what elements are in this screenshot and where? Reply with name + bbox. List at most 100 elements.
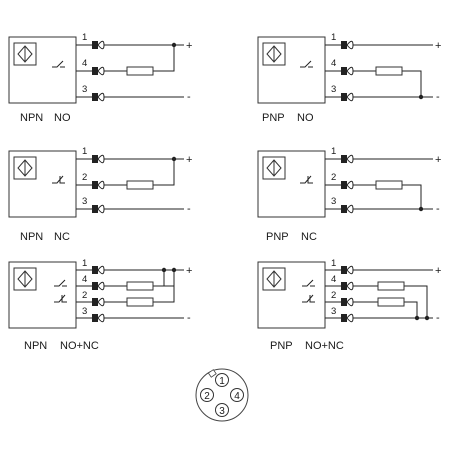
panel-npn-no-nc: 1 4 2 3 + - NPN NO+NC xyxy=(8,258,192,352)
pin-plug xyxy=(341,92,354,102)
plus-sign: + xyxy=(435,265,441,277)
load-resistor xyxy=(375,180,403,190)
plus-sign: + xyxy=(186,40,192,52)
connector-pin xyxy=(200,388,214,402)
sensor-type-label: NPN xyxy=(24,340,47,352)
junction-dot xyxy=(424,315,430,321)
sensor-icon xyxy=(13,267,37,291)
pin-plug xyxy=(92,92,105,102)
pin-number: 1 xyxy=(82,32,87,43)
load-resistor xyxy=(377,281,405,291)
junction-dot xyxy=(418,94,424,100)
switch-no-symbol xyxy=(302,279,315,287)
panel-npn-nc: 1 2 3 + - NPN NC xyxy=(8,146,192,243)
sensor-type-label: NPN xyxy=(20,112,43,124)
minus-sign: - xyxy=(436,91,440,103)
junction-dot xyxy=(418,206,424,212)
pin-plug xyxy=(92,40,105,50)
connector-pin-number: 2 xyxy=(204,391,210,402)
load-resistor xyxy=(126,66,154,76)
panel-pnp-no: 1 4 3 + - PNP NO xyxy=(257,32,441,124)
connector-pin xyxy=(215,373,229,387)
sensor-icon xyxy=(262,42,286,66)
connector-pin-number: 4 xyxy=(234,391,240,402)
switch-nc-symbol xyxy=(52,175,65,184)
switch-mode-label: NC xyxy=(54,231,70,243)
pin-plug xyxy=(341,281,354,291)
switch-no-symbol xyxy=(54,279,67,287)
pin-number: 4 xyxy=(82,274,87,285)
junction-dot xyxy=(414,315,420,321)
pin-plug xyxy=(92,154,105,164)
pin-number: 4 xyxy=(331,274,336,285)
pin-number: 1 xyxy=(82,146,87,157)
pin-plug xyxy=(341,297,354,307)
sensor-housing xyxy=(8,150,77,218)
pin-plug xyxy=(341,265,354,275)
minus-sign: - xyxy=(187,312,191,324)
connector-pinout: 1 2 3 4 xyxy=(195,368,249,422)
minus-sign: - xyxy=(436,312,440,324)
sensor-housing xyxy=(257,150,326,218)
pin-number: 3 xyxy=(331,196,336,207)
minus-sign: - xyxy=(187,203,191,215)
pin-number: 3 xyxy=(331,306,336,317)
switch-nc-symbol xyxy=(302,294,315,303)
pin-number: 1 xyxy=(331,32,336,43)
plus-sign: + xyxy=(186,265,192,277)
pin-number: 2 xyxy=(331,172,336,183)
pin-plug xyxy=(341,66,354,76)
pin-plug xyxy=(92,313,105,323)
pin-number: 1 xyxy=(82,258,87,269)
connector-pin xyxy=(230,388,244,402)
panel-npn-no: 1 4 3 + - NPN NO xyxy=(8,32,192,124)
sensor-housing xyxy=(8,261,77,329)
switch-no-symbol xyxy=(52,60,65,68)
sensor-housing xyxy=(257,36,326,104)
junction-dot xyxy=(171,42,177,48)
pin-plug xyxy=(92,265,105,275)
pin-plug xyxy=(92,281,105,291)
pin-number: 1 xyxy=(331,258,336,269)
pin-plug xyxy=(92,297,105,307)
switch-mode-label: NO xyxy=(54,112,71,124)
pin-number: 4 xyxy=(331,58,336,69)
sensor-icon xyxy=(262,156,286,180)
panel-pnp-nc: 1 2 3 + - PNP NC xyxy=(257,146,441,243)
connector-pin-number: 1 xyxy=(219,376,225,387)
junction-dot xyxy=(161,267,167,273)
sensor-type-label: PNP xyxy=(266,231,289,243)
pin-number: 2 xyxy=(331,290,336,301)
pin-number: 4 xyxy=(82,58,87,69)
sensor-housing xyxy=(8,36,77,104)
connector-body xyxy=(195,368,249,422)
switch-mode-label: NO xyxy=(297,112,314,124)
sensor-icon xyxy=(13,42,37,66)
junction-dot xyxy=(171,156,177,162)
pin-plug xyxy=(92,204,105,214)
panel-pnp-no-nc: 1 4 2 3 + - PNP NO+NC xyxy=(257,258,441,352)
load-resistor xyxy=(375,66,403,76)
connector-pin-number: 3 xyxy=(219,406,225,417)
pin-number: 1 xyxy=(331,146,336,157)
plus-sign: + xyxy=(435,154,441,166)
sensor-type-label: PNP xyxy=(262,112,285,124)
load-resistor xyxy=(377,297,405,307)
sensor-type-label: NPN xyxy=(20,231,43,243)
switch-mode-label: NO+NC xyxy=(60,340,99,352)
pin-number: 3 xyxy=(82,306,87,317)
plus-sign: + xyxy=(435,40,441,52)
switch-no-symbol xyxy=(300,60,313,68)
sensor-housing xyxy=(257,261,326,329)
sensor-icon xyxy=(262,267,286,291)
pin-number: 3 xyxy=(331,84,336,95)
pin-plug xyxy=(341,40,354,50)
load-resistor xyxy=(126,297,154,307)
minus-sign: - xyxy=(187,91,191,103)
pin-plug xyxy=(92,180,105,190)
pin-plug xyxy=(341,180,354,190)
minus-sign: - xyxy=(436,203,440,215)
switch-mode-label: NO+NC xyxy=(305,340,344,352)
connector-key-notch xyxy=(207,369,217,378)
